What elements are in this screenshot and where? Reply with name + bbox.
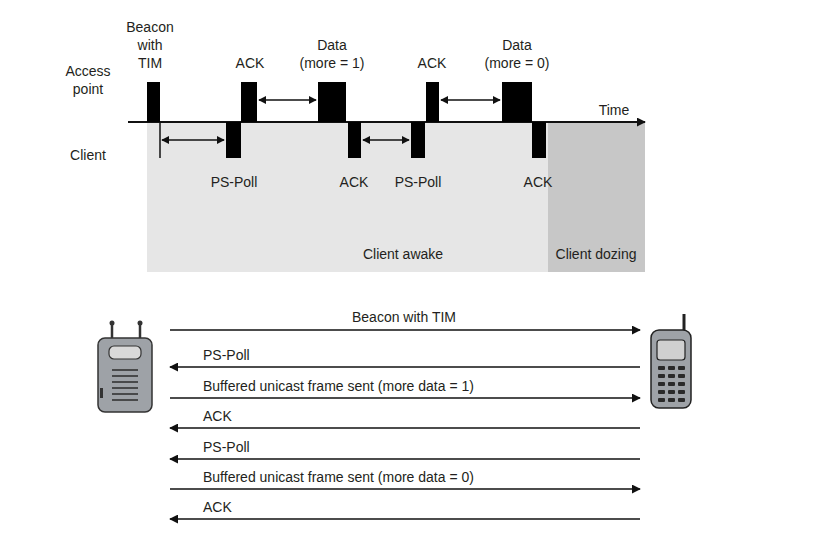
frame-label: ACK xyxy=(524,173,553,191)
message-label: ACK xyxy=(203,498,232,516)
message-arrow xyxy=(170,488,640,490)
antenna-tip xyxy=(110,321,115,326)
message-arrow xyxy=(170,518,640,520)
frame-label: ACK xyxy=(236,54,265,72)
message-arrow xyxy=(170,329,640,331)
message-arrow xyxy=(170,458,640,460)
frame-label: Data (more = 1) xyxy=(299,36,366,72)
frame-pulse: Data (more = 0) xyxy=(502,82,532,122)
message-arrows xyxy=(170,330,640,519)
access-point-grille xyxy=(112,370,138,400)
phone-body xyxy=(651,330,691,408)
band-label: Client awake xyxy=(363,245,443,263)
frame-pulse: Beacon with TIM xyxy=(147,82,160,122)
band-label: Client dozing xyxy=(556,245,637,263)
antenna-tip xyxy=(138,321,143,326)
antenna xyxy=(139,324,142,340)
frame-label: PS-Poll xyxy=(211,173,258,191)
message-arrow xyxy=(170,427,640,429)
access-point-body xyxy=(98,338,152,412)
message-arrow xyxy=(170,397,640,399)
frame-pulse: Data (more = 1) xyxy=(318,82,346,122)
frame-label: ACK xyxy=(340,173,369,191)
antenna xyxy=(111,324,114,340)
message-label: Buffered unicast frame sent (more data =… xyxy=(203,468,474,486)
frame-pulse: ACK xyxy=(426,82,439,122)
frame-label: Data (more = 0) xyxy=(484,36,551,72)
message-label: Buffered unicast frame sent (more data =… xyxy=(203,377,474,395)
phone-icon xyxy=(651,314,691,408)
message-label: PS-Poll xyxy=(203,438,250,456)
frame-label: Beacon with TIM xyxy=(125,18,175,72)
frame-pulse: PS-Poll xyxy=(411,122,425,158)
state-band: Client dozing xyxy=(548,122,645,272)
access-point-icon xyxy=(98,321,152,413)
frame-label: PS-Poll xyxy=(395,173,442,191)
message-arrow xyxy=(170,366,640,368)
message-label: Beacon with TIM xyxy=(352,308,456,326)
frame-pulse: PS-Poll xyxy=(226,122,241,158)
frame-pulse: ACK xyxy=(241,82,257,122)
axis-label: Time xyxy=(599,101,630,119)
frame-pulse: ACK xyxy=(532,122,546,158)
access-point-panel xyxy=(109,346,141,359)
lane-label: Access point xyxy=(60,62,116,98)
frame-label: ACK xyxy=(418,54,447,72)
phone-screen xyxy=(657,340,685,360)
access-point-led xyxy=(100,388,103,398)
frame-pulse: ACK xyxy=(348,122,361,158)
interval-arrow xyxy=(259,99,316,101)
message-label: PS-Poll xyxy=(203,346,250,364)
phone-antenna xyxy=(683,314,686,332)
phone-keypad xyxy=(658,366,685,402)
interval-arrow xyxy=(441,99,500,101)
message-label: ACK xyxy=(203,407,232,425)
lane-label: Client xyxy=(70,146,106,164)
